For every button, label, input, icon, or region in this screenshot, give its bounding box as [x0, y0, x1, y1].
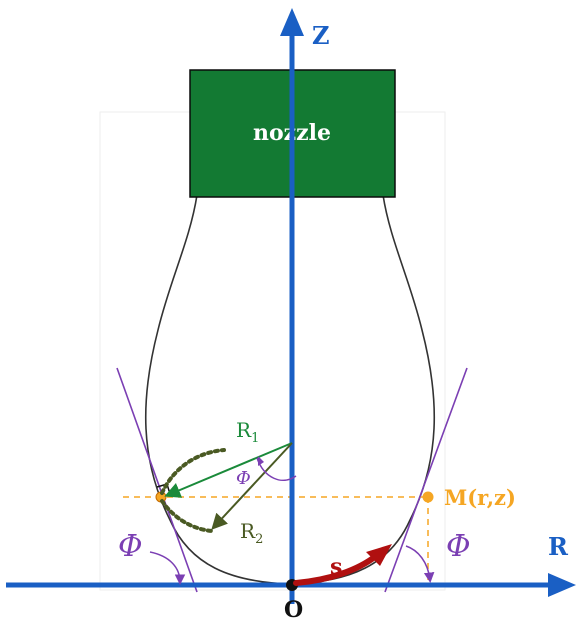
radius-r1-subscript: 1 — [251, 431, 259, 446]
radius-r1-line — [164, 442, 293, 498]
arc-length-label: s — [330, 554, 342, 580]
arc-length-arrow — [293, 553, 379, 586]
arc-length-arrowhead — [366, 544, 392, 566]
curvature-arc-lower — [160, 499, 215, 533]
origin-label: O — [284, 597, 303, 623]
z-axis-arrowhead — [280, 8, 304, 36]
r-axis-label: R — [548, 532, 569, 561]
left-tangent-line — [116, 367, 198, 593]
radius-r2-subscript: 2 — [255, 532, 263, 547]
radius-r1-label: R1 — [236, 418, 259, 446]
radius-r2-line — [211, 442, 293, 530]
point-m-label: M(r,z) — [444, 485, 516, 510]
curvature-arc-upper — [160, 448, 226, 495]
z-axis-label: Z — [312, 21, 330, 50]
right-tangent-line — [384, 367, 468, 593]
left-angle-arc — [149, 551, 186, 585]
right-angle-arc — [405, 545, 435, 583]
left-angle-label: Φ — [118, 529, 143, 564]
right-angle-label: Φ — [446, 529, 471, 564]
radius-r2-label: R2 — [240, 519, 263, 547]
center-angle-label: Φ — [236, 468, 251, 489]
r-axis-arrowhead — [548, 573, 576, 597]
point-m — [422, 491, 434, 503]
center-angle-arrowhead — [258, 456, 264, 466]
